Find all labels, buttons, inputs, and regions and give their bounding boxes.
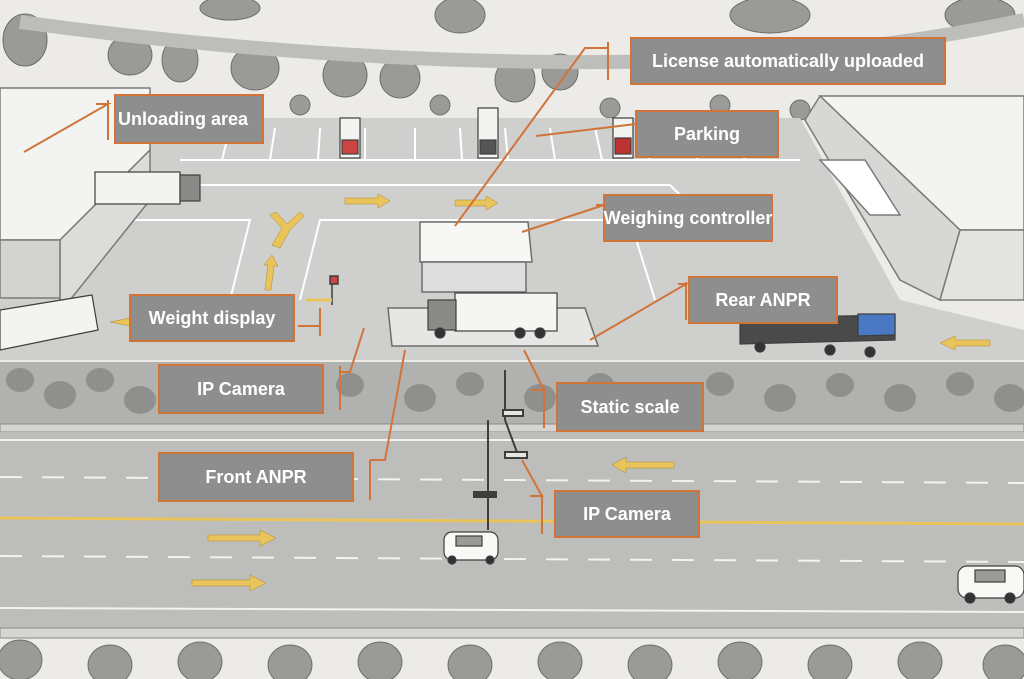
label-unloading-area: Unloading area [114,94,264,144]
container-truck [739,313,896,358]
label-rear-anpr: Rear ANPR [688,276,838,324]
bottom-trees [0,639,1024,679]
label-license-uploaded: License automatically uploaded [630,37,946,85]
yard-truck [94,171,201,205]
label-ip-camera-bottom: IP Camera [554,490,700,538]
label-front-anpr: Front ANPR [158,452,354,502]
highway [0,432,1024,630]
weighing-house [419,221,533,293]
warehouse-building [804,94,1024,302]
yard-arrows [109,193,991,351]
left-truck [0,294,99,351]
white-car-right [957,565,1024,604]
white-car [443,531,499,565]
label-ip-camera-top: IP Camera [158,364,324,414]
label-static-scale: Static scale [556,382,704,432]
barrier-gate [306,275,339,305]
truck-on-scale [427,292,558,339]
camera-gantry [473,370,528,530]
label-weighing-controller: Weighing controller [603,194,773,242]
label-parking: Parking [635,110,779,158]
callout-lines [23,42,690,534]
parked-trucks [339,107,634,159]
highway-arrows [191,456,675,592]
label-weight-display: Weight display [129,294,295,342]
